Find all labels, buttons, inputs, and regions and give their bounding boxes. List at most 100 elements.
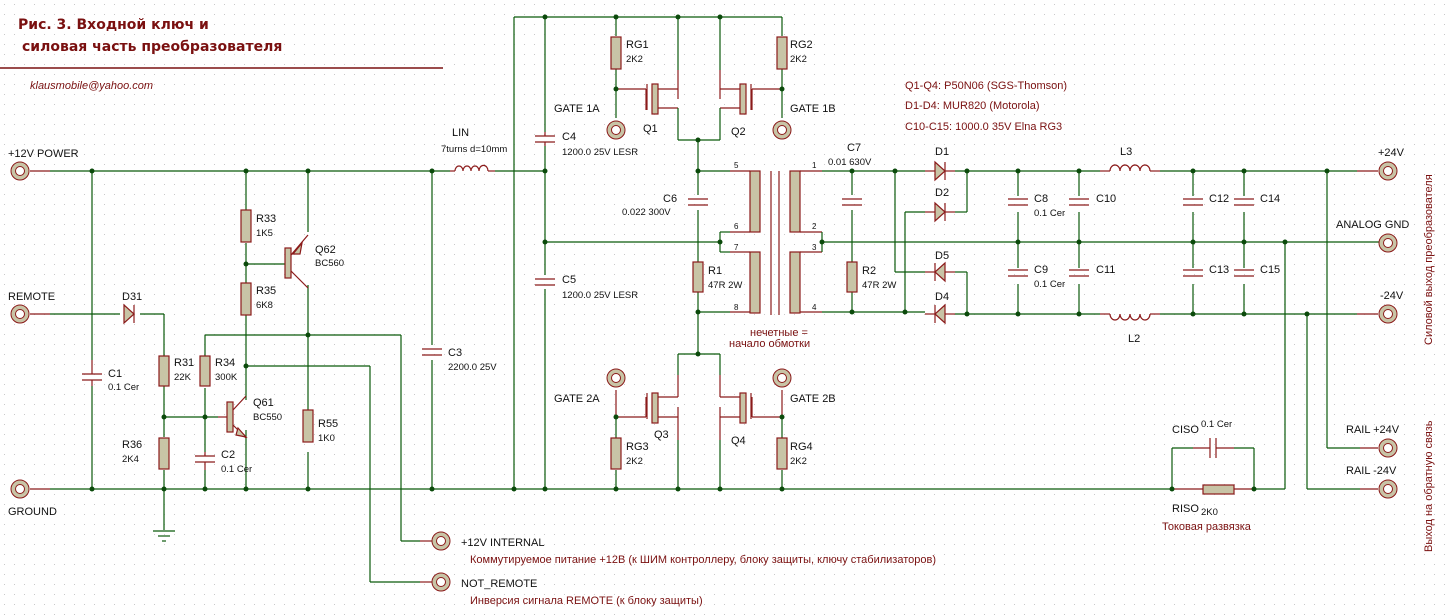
author-email: klausmobile@yahoo.com [30, 80, 153, 92]
label-text: Токовая развязка [1162, 521, 1252, 533]
label-text: 47R 2W [862, 280, 896, 291]
mosfet-Q2 [739, 83, 747, 115]
label-text: BC560 [315, 258, 344, 269]
label-text: C11 [1096, 264, 1115, 276]
label-text: LIN [452, 127, 469, 139]
label-text: 8 [734, 303, 739, 312]
label-text: 0.1 Cer [1201, 419, 1232, 430]
resistor-RG2 [776, 36, 788, 70]
resistor-RG3 [610, 437, 622, 470]
label-text: C1 [108, 368, 122, 380]
label-text: C4 [562, 131, 576, 143]
resistor-RISO [1202, 484, 1235, 495]
label-text: 2K0 [1201, 507, 1218, 518]
transformer [749, 170, 801, 315]
title-line2: силовая часть преобразователя [22, 39, 282, 55]
label-text: 2K2 [626, 54, 643, 65]
label-text: 2 [812, 222, 817, 231]
label-text: D1-D4: MUR820 (Motorola) [905, 100, 1039, 112]
resistor-bodies [158, 36, 1235, 495]
label-text: Q61 [253, 397, 274, 409]
label-text: Силовой выход преобразователя [1423, 174, 1435, 345]
resistor-R31 [158, 355, 170, 387]
label-text: C2 [221, 449, 235, 461]
label-text: C3 [448, 347, 462, 359]
label-text: 2K2 [790, 54, 807, 65]
label-text: Выход на обратную связь [1423, 420, 1435, 552]
label-text: 4 [812, 303, 817, 312]
label-text: C9 [1034, 264, 1048, 276]
label-text: RG3 [626, 441, 649, 453]
resistor-R1 [692, 261, 704, 293]
terminal-labels: +12V POWER REMOTE GROUND +12V INTERNAL N… [8, 103, 1409, 590]
label-text: R55 [318, 418, 338, 430]
mosfet-Q1 [651, 83, 659, 115]
label-text: +12V POWER [8, 148, 79, 160]
label-text: 1K0 [318, 433, 335, 444]
label-text: D1 [935, 146, 949, 158]
label-text: 2200.0 25V [448, 362, 497, 373]
label-text: NOT_REMOTE [461, 578, 537, 590]
terminals[interactable] [10, 120, 1398, 592]
label-text: 0.1 Cer [1034, 208, 1065, 219]
label-text: D31 [122, 291, 142, 303]
label-text: 1 [812, 161, 817, 170]
label-text: R34 [215, 357, 235, 369]
label-text: Инверсия сигнала REMOTE (к блоку защиты) [470, 595, 703, 607]
label-text: R36 [122, 439, 142, 451]
label-text: 300K [215, 372, 238, 383]
label-text: 6K8 [256, 300, 273, 311]
label-text: 2K2 [626, 456, 643, 467]
label-text: RG4 [790, 441, 813, 453]
label-text: начало обмотки [729, 338, 810, 350]
label-text: REMOTE [8, 291, 55, 303]
label-text: 7turns d=10mm [441, 144, 507, 155]
label-text: 2K4 [122, 454, 139, 465]
inductors [454, 164, 1151, 321]
label-text: RISO [1172, 503, 1199, 515]
resistor-R36 [158, 437, 170, 470]
label-text: GROUND [8, 506, 57, 518]
label-text: Q3 [654, 429, 669, 441]
label-text: 0.022 300V [622, 207, 671, 218]
label-text: GATE 2A [554, 393, 600, 405]
label-text: R33 [256, 213, 276, 225]
label-text: RG1 [626, 39, 649, 51]
label-text: 22K [174, 372, 192, 383]
label-text: R31 [174, 357, 194, 369]
label-text: RAIL -24V [1346, 465, 1397, 477]
label-text: 1200.0 25V LESR [562, 147, 638, 158]
diodes [123, 160, 955, 325]
label-text: Q4 [731, 435, 746, 447]
label-text: C6 [663, 193, 677, 205]
label-text: RG2 [790, 39, 813, 51]
transistor-Q62 [284, 247, 292, 279]
resistor-R35 [240, 282, 252, 316]
resistor-R33 [240, 209, 252, 243]
inductor-L3 [1109, 164, 1151, 172]
label-text: C5 [562, 274, 576, 286]
label-text: 0.1 Cer [221, 464, 252, 475]
label-text: 5 [734, 161, 739, 170]
label-text: RAIL +24V [1346, 424, 1400, 436]
label-text: D2 [935, 187, 949, 199]
label-text: L3 [1120, 146, 1132, 158]
resistor-R55 [302, 409, 314, 443]
label-text: +12V INTERNAL [461, 537, 544, 549]
capacitors [82, 132, 1254, 470]
label-text: 1200.0 25V LESR [562, 290, 638, 301]
label-text: 0.1 Cer [108, 382, 139, 393]
resistor-R34 [199, 355, 211, 387]
label-text: C13 [1209, 264, 1229, 276]
label-text: GATE 2B [790, 393, 836, 405]
label-text: CISO [1172, 424, 1199, 436]
label-text: BC550 [253, 412, 282, 423]
label-text: ANALOG GND [1336, 219, 1409, 231]
label-text: C14 [1260, 193, 1280, 205]
mosfet-Q4 [739, 392, 747, 424]
label-text: Q2 [731, 126, 746, 138]
transistor-Q61 [226, 401, 234, 433]
label-text: C12 [1209, 193, 1229, 205]
inductor-LIN [454, 164, 489, 172]
